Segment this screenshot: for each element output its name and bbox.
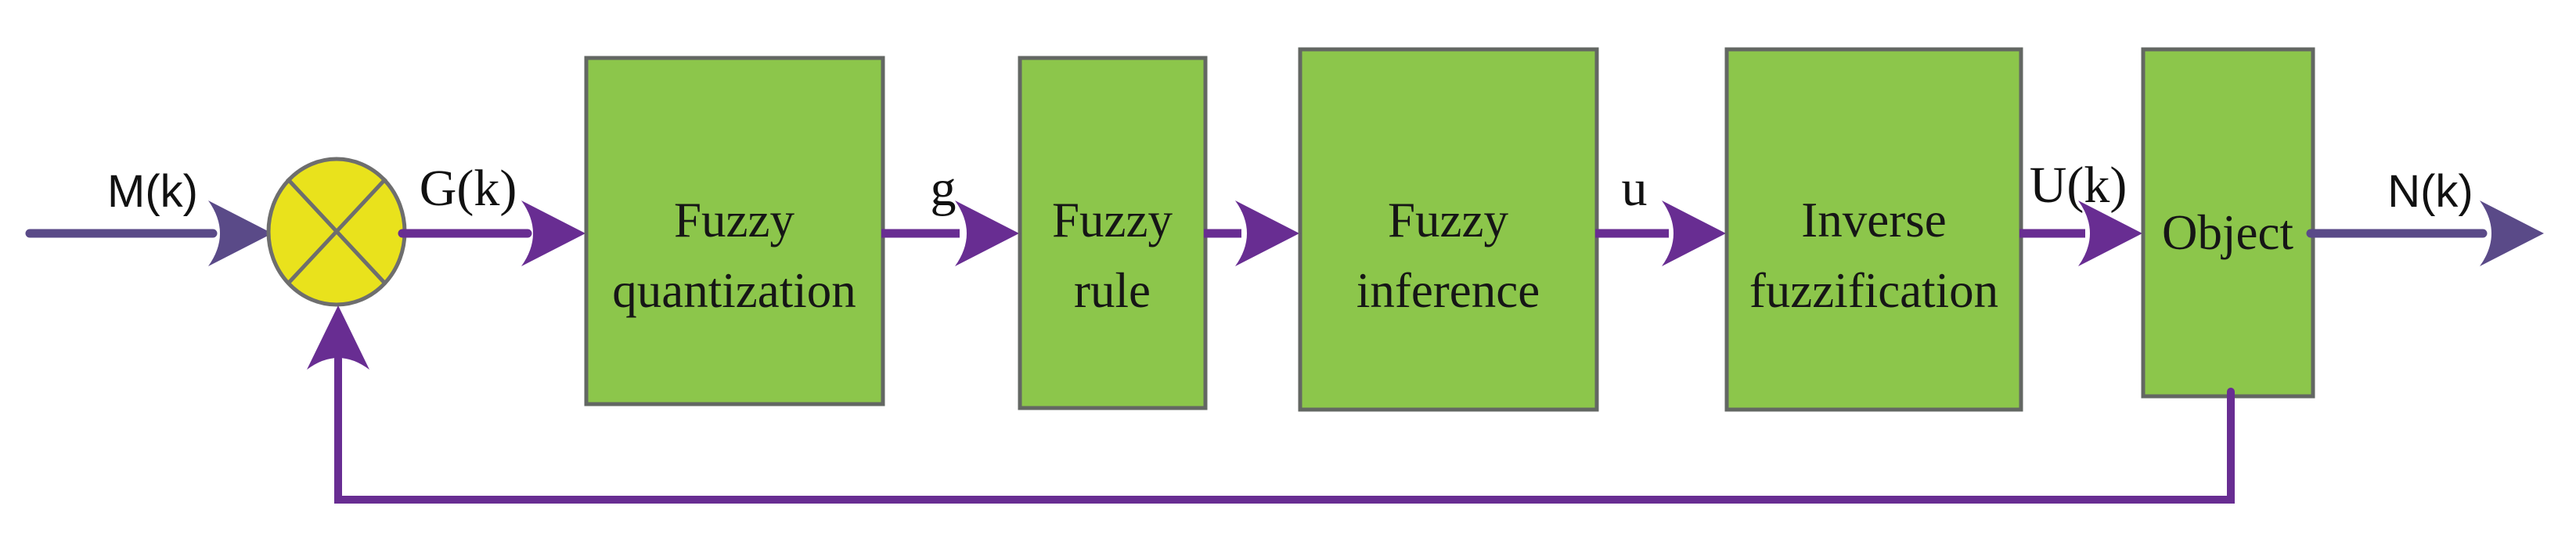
- arrow-input-head-icon: [208, 200, 272, 266]
- block-inverse-fuzzification: Inverse fuzzification: [1724, 47, 2023, 412]
- block-rect: [1298, 47, 1599, 412]
- block-label-line1: Object: [2162, 205, 2293, 260]
- arrow-input: [25, 200, 272, 266]
- block-label-line2: quantization: [612, 263, 856, 318]
- arrowhead-icon: [1235, 200, 1299, 266]
- block-rect: [1724, 47, 2023, 412]
- feedback-arrowhead-icon: [307, 305, 369, 370]
- block-fuzzy-quantization: Fuzzy quantization: [584, 56, 885, 406]
- label-input-signal: M(k): [107, 166, 198, 217]
- arrow-junction-to-quantization: [398, 200, 585, 266]
- label-junction-output-signal: G(k): [420, 160, 517, 217]
- arrowhead-icon: [955, 200, 1019, 266]
- arrow-output-head-icon: [2480, 200, 2544, 266]
- label-output-signal: N(k): [2387, 166, 2473, 217]
- feedback-line: [334, 355, 2235, 504]
- block-label-line1: Fuzzy: [1052, 193, 1173, 247]
- label-quantization-output-signal: g: [931, 160, 957, 217]
- arrow-output: [2306, 200, 2544, 266]
- arrow-rule-to-inference: [1204, 200, 1299, 266]
- junction-cross-line-2: [286, 177, 387, 286]
- label-defuzzification-output-signal: U(k): [2030, 157, 2127, 214]
- block-label-line2: fuzzification: [1749, 263, 1998, 318]
- block-label-line2: inference: [1356, 263, 1540, 318]
- block-object: Object: [2141, 47, 2315, 399]
- block-label-line2: rule: [1074, 263, 1151, 318]
- block-rect: [1018, 56, 1208, 410]
- block-fuzzy-rule: Fuzzy rule: [1018, 56, 1208, 410]
- arrow-defuzzification-to-object: [2019, 200, 2142, 266]
- block-label-line1: Fuzzy: [674, 193, 794, 247]
- arrowhead-icon: [2078, 200, 2142, 266]
- label-inference-output-signal: u: [1622, 160, 1648, 217]
- arrow-inference-to-defuzzification: [1595, 200, 1726, 266]
- arrow-quantization-to-rule: [881, 200, 1019, 266]
- feedback-loop: [307, 305, 2235, 504]
- multiply-junction-icon: [266, 157, 407, 307]
- arrowhead-icon: [1662, 200, 1726, 266]
- block-fuzzy-inference: Fuzzy inference: [1298, 47, 1599, 412]
- block-label-line1: Fuzzy: [1388, 193, 1508, 247]
- arrowhead-icon: [521, 200, 585, 266]
- block-label-line1: Inverse: [1801, 193, 1946, 247]
